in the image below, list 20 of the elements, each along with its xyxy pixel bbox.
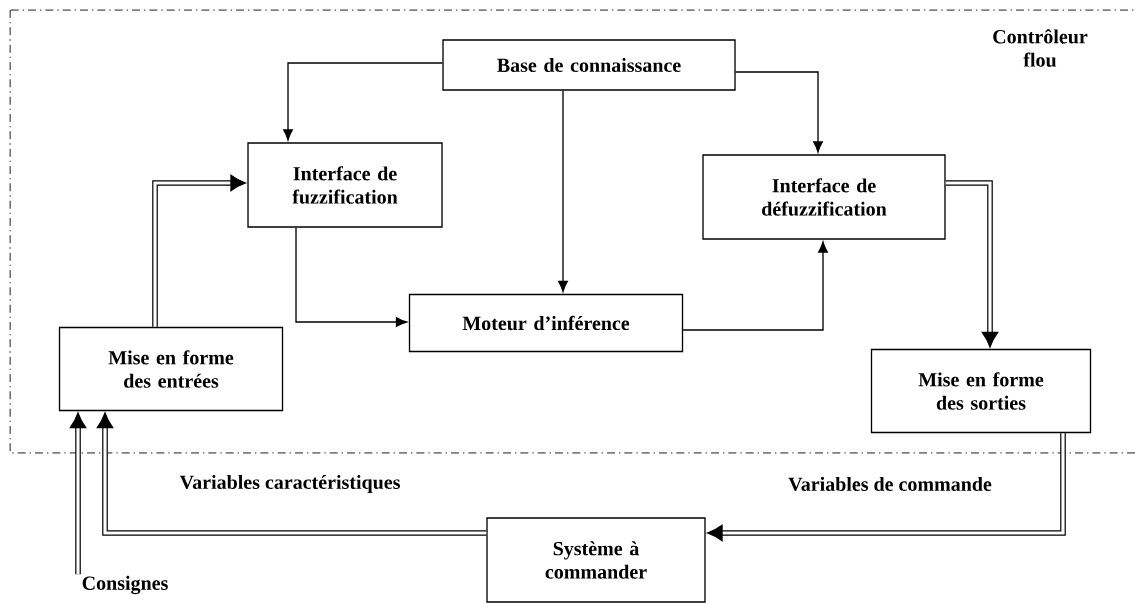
arrow	[558, 90, 568, 293]
process-box: Système à commander	[486, 517, 706, 603]
process-box: Interface de défuzzification	[702, 154, 946, 240]
double-arrow	[706, 433, 1066, 542]
arrow	[735, 71, 823, 153]
arrow	[682, 241, 828, 331]
double-arrow	[69, 412, 87, 575]
arrow	[283, 62, 443, 141]
double-arrow	[945, 180, 999, 348]
input-label: Consignes	[82, 575, 168, 595]
double-arrow	[96, 412, 487, 536]
edge-label: Variables caractéristiques	[179, 474, 400, 494]
arrow	[295, 227, 408, 327]
process-box: Base de connaissance	[442, 39, 736, 91]
double-arrow	[152, 174, 247, 327]
process-box: Interface de fuzzification	[247, 142, 443, 228]
process-box: Moteur d’inférence	[408, 293, 684, 353]
process-box: Mise en forme des sorties	[870, 348, 1092, 434]
process-box: Mise en forme des entrées	[58, 326, 284, 412]
edge-label: Variables de commande	[788, 476, 992, 492]
